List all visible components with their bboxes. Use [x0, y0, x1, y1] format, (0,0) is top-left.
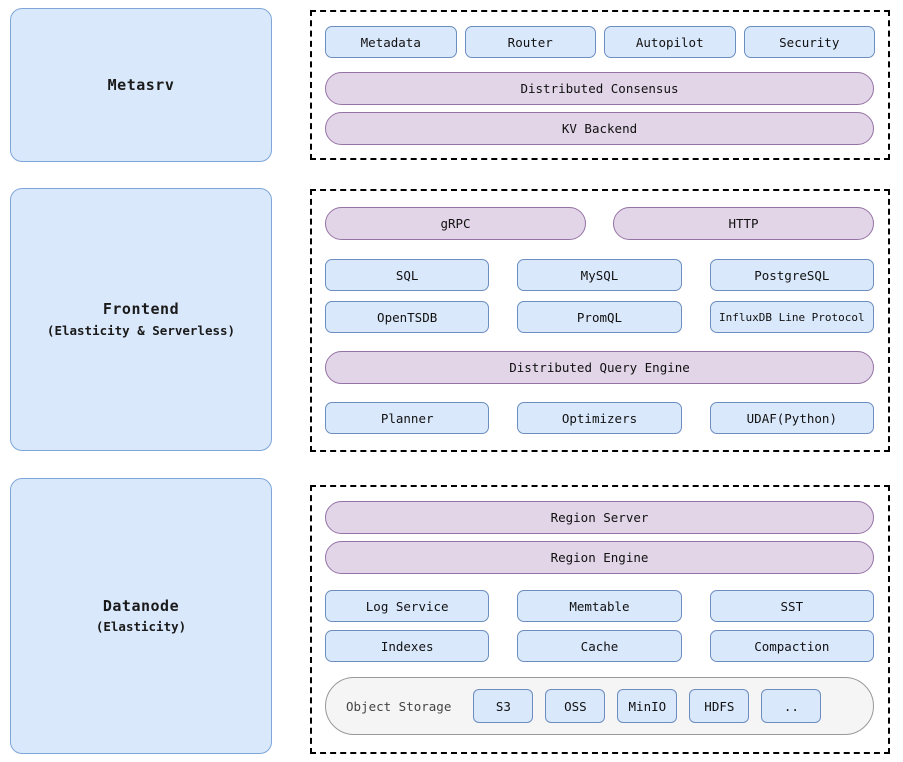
frontend-interface-influxdb-line-protocol[interactable]: InfluxDB Line Protocol — [709, 301, 874, 333]
datanode-components-grid: Log Service Memtable SST Indexes Cache C… — [325, 590, 874, 662]
frontend-interface-mysql[interactable]: MySQL — [517, 259, 682, 291]
frontend-protocol-http[interactable]: HTTP — [613, 207, 874, 240]
object-storage-backend-minio[interactable]: MinIO — [617, 689, 678, 723]
datanode-component-sst[interactable]: SST — [709, 590, 874, 622]
metasrv-service-distributed-consensus[interactable]: Distributed Consensus — [325, 72, 874, 105]
datanode-service-region-engine[interactable]: Region Engine — [325, 541, 874, 574]
metasrv-component-metadata[interactable]: Metadata — [325, 26, 457, 58]
object-storage-backend-oss[interactable]: OSS — [545, 689, 606, 723]
frontend-interface-sql[interactable]: SQL — [325, 259, 490, 291]
datanode-component-log-service[interactable]: Log Service — [325, 590, 490, 622]
datanode-components-row-2: Indexes Cache Compaction — [325, 630, 874, 662]
datanode-title: Datanode — [102, 596, 180, 615]
frontend-engine-part-udaf-python[interactable]: UDAF(Python) — [709, 402, 874, 434]
object-storage-container: Object Storage S3 OSS MinIO HDFS .. — [325, 677, 874, 735]
object-storage-backend-s3[interactable]: S3 — [473, 689, 534, 723]
frontend-interface-postgresql[interactable]: PostgreSQL — [709, 259, 874, 291]
object-storage-backend-hdfs[interactable]: HDFS — [689, 689, 750, 723]
metasrv-component-router[interactable]: Router — [464, 26, 596, 58]
metasrv-component-autopilot[interactable]: Autopilot — [604, 26, 736, 58]
metasrv-components-row: Metadata Router Autopilot Security — [325, 26, 875, 58]
metasrv-card: Metasrv — [10, 8, 272, 162]
frontend-protocols-row: gRPC HTTP — [325, 207, 874, 240]
frontend-protocol-grpc[interactable]: gRPC — [325, 207, 586, 240]
metasrv-service-kv-backend[interactable]: KV Backend — [325, 112, 874, 145]
frontend-engine-part-planner[interactable]: Planner — [325, 402, 490, 434]
frontend-distributed-query-engine[interactable]: Distributed Query Engine — [325, 351, 874, 384]
object-storage-backend-more[interactable]: .. — [761, 689, 822, 723]
datanode-component-memtable[interactable]: Memtable — [517, 590, 682, 622]
datanode-component-cache[interactable]: Cache — [517, 630, 682, 662]
datanode-card: Datanode (Elasticity) — [10, 478, 272, 754]
frontend-interface-promql[interactable]: PromQL — [517, 301, 682, 333]
datanode-service-region-server[interactable]: Region Server — [325, 501, 874, 534]
frontend-title: Frontend — [102, 300, 180, 319]
frontend-card: Frontend (Elasticity & Serverless) — [10, 188, 272, 451]
frontend-interface-opentsdb[interactable]: OpenTSDB — [325, 301, 490, 333]
datanode-subtitle: (Elasticity) — [95, 619, 187, 635]
frontend-interfaces-row-2: OpenTSDB PromQL InfluxDB Line Protocol — [325, 301, 874, 333]
object-storage-label: Object Storage — [346, 698, 452, 714]
datanode-component-compaction[interactable]: Compaction — [709, 630, 874, 662]
frontend-interfaces-grid: SQL MySQL PostgreSQL OpenTSDB PromQL Inf… — [325, 259, 874, 333]
datanode-components-row-1: Log Service Memtable SST — [325, 590, 874, 622]
datanode-component-indexes[interactable]: Indexes — [325, 630, 490, 662]
frontend-subtitle: (Elasticity & Serverless) — [46, 322, 236, 338]
frontend-interfaces-row-1: SQL MySQL PostgreSQL — [325, 259, 874, 291]
frontend-engine-parts-row: Planner Optimizers UDAF(Python) — [325, 402, 874, 434]
frontend-engine-part-optimizers[interactable]: Optimizers — [517, 402, 682, 434]
metasrv-component-security[interactable]: Security — [743, 26, 875, 58]
metasrv-title: Metasrv — [107, 75, 175, 94]
